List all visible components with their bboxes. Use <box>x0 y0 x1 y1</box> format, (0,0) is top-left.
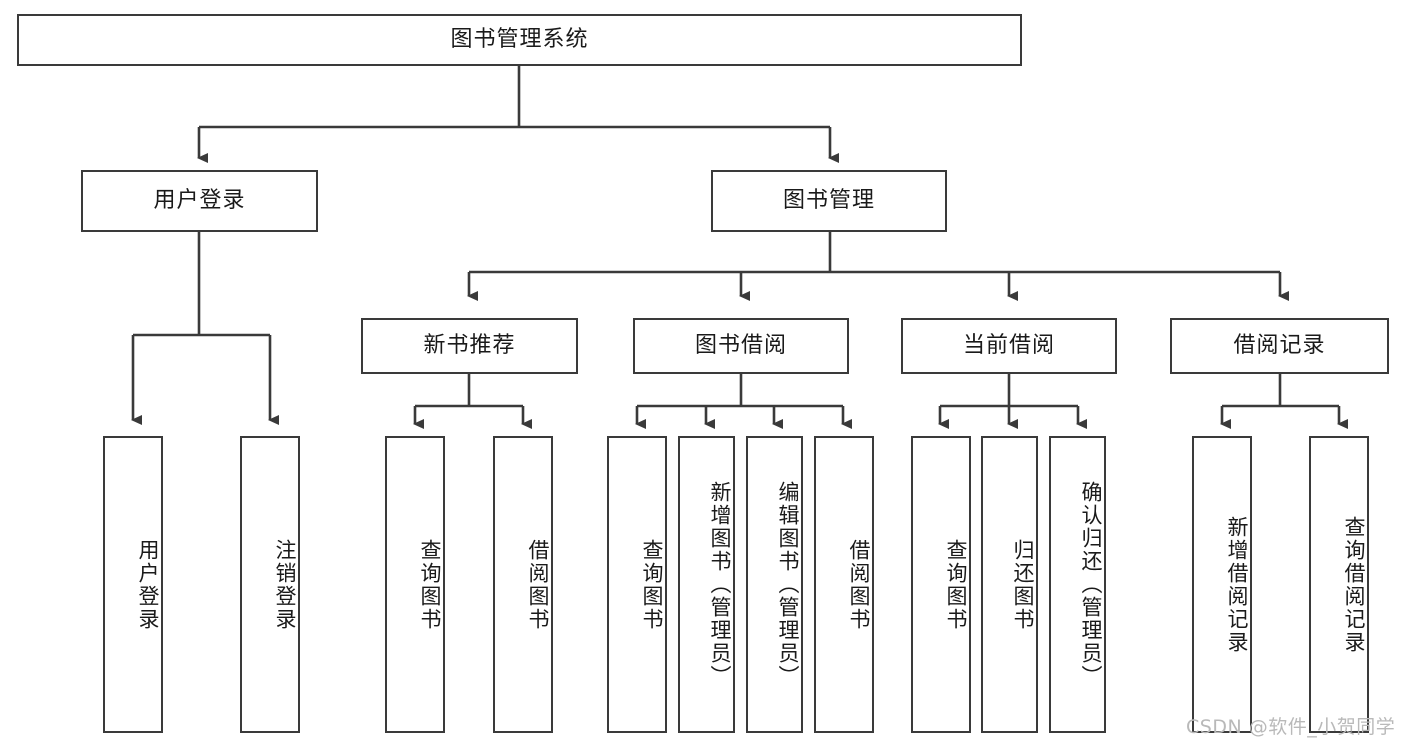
node-new-book-recommend-label: 新书推荐 <box>423 332 516 358</box>
leaf-records-query-record-label: 查询借阅记录 <box>1342 515 1366 654</box>
node-book-borrow-label: 图书借阅 <box>694 332 787 358</box>
node-new-book-recommend[interactable]: 新书推荐 <box>361 318 578 374</box>
leaf-borrow-query-book-label: 查询图书 <box>640 538 664 631</box>
leaf-borrow-edit-book[interactable]: 编辑图书（管理员） <box>746 436 803 733</box>
leaf-current-confirm-return-label: 确认归还（管理员） <box>1079 481 1103 688</box>
leaf-current-return-book[interactable]: 归还图书 <box>981 436 1038 733</box>
leaf-borrow-query-book[interactable]: 查询图书 <box>607 436 667 733</box>
leaf-current-query-book[interactable]: 查询图书 <box>911 436 971 733</box>
leaf-recommend-borrow-book[interactable]: 借阅图书 <box>493 436 553 733</box>
node-current-borrow[interactable]: 当前借阅 <box>901 318 1117 374</box>
leaf-borrow-edit-book-label: 编辑图书（管理员） <box>776 481 800 688</box>
leaf-records-query-record[interactable]: 查询借阅记录 <box>1309 436 1369 733</box>
leaf-records-add-record[interactable]: 新增借阅记录 <box>1192 436 1252 733</box>
node-user-login-label: 用户登录 <box>153 187 246 213</box>
leaf-recommend-query-book-label: 查询图书 <box>418 538 442 631</box>
leaf-borrow-borrow-book[interactable]: 借阅图书 <box>814 436 874 733</box>
node-root-label: 图书管理系统 <box>450 26 589 52</box>
leaf-recommend-query-book[interactable]: 查询图书 <box>385 436 445 733</box>
leaf-current-query-book-label: 查询图书 <box>944 538 968 631</box>
node-book-management[interactable]: 图书管理 <box>711 170 947 232</box>
leaf-user-logout-label: 注销登录 <box>273 538 297 631</box>
leaf-user-logout[interactable]: 注销登录 <box>240 436 300 733</box>
leaf-records-add-record-label: 新增借阅记录 <box>1225 515 1249 654</box>
node-book-management-label: 图书管理 <box>782 187 875 213</box>
leaf-recommend-borrow-book-label: 借阅图书 <box>526 538 550 631</box>
csdn-watermark: CSDN @软件_小贺同学 <box>1186 716 1396 738</box>
leaf-borrow-borrow-book-label: 借阅图书 <box>847 538 871 631</box>
leaf-borrow-add-book-label: 新增图书（管理员） <box>708 481 732 688</box>
node-current-borrow-label: 当前借阅 <box>962 332 1055 358</box>
leaf-borrow-add-book[interactable]: 新增图书（管理员） <box>678 436 735 733</box>
node-book-borrow[interactable]: 图书借阅 <box>633 318 849 374</box>
node-borrow-records[interactable]: 借阅记录 <box>1170 318 1389 374</box>
node-user-login[interactable]: 用户登录 <box>81 170 318 232</box>
node-root[interactable]: 图书管理系统 <box>17 14 1022 66</box>
leaf-user-login-label: 用户登录 <box>136 538 160 631</box>
leaf-user-login[interactable]: 用户登录 <box>103 436 163 733</box>
node-borrow-records-label: 借阅记录 <box>1233 332 1326 358</box>
leaf-current-return-book-label: 归还图书 <box>1011 538 1035 631</box>
leaf-current-confirm-return[interactable]: 确认归还（管理员） <box>1049 436 1106 733</box>
